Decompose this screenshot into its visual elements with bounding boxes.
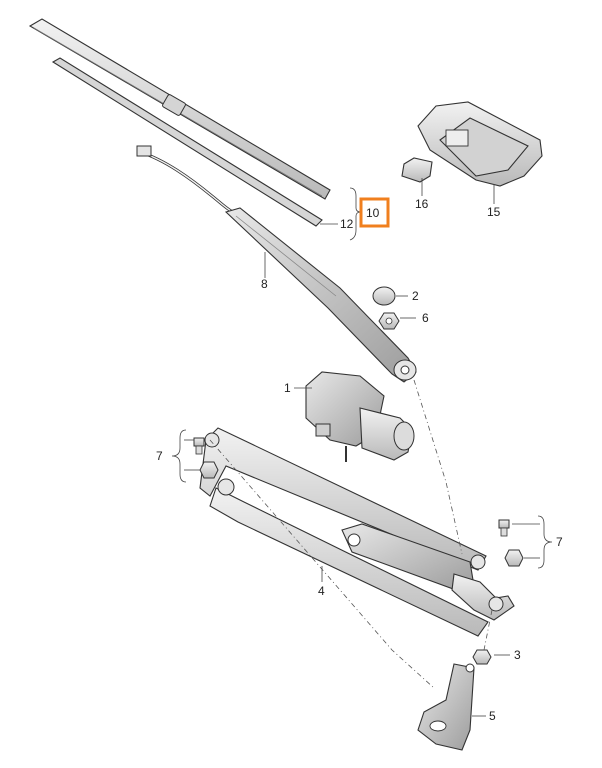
wiper-arm bbox=[136, 145, 417, 383]
mounting-bracket bbox=[417, 663, 475, 751]
callout-8: 8 bbox=[261, 277, 268, 291]
leader-lines bbox=[171, 178, 553, 717]
callout-labels: 1 2 3 4 5 6 7 7 8 10 12 15 16 bbox=[156, 197, 563, 723]
wiper-blade bbox=[28, 18, 331, 200]
bolt-left bbox=[193, 437, 205, 455]
callout-2: 2 bbox=[412, 289, 419, 303]
callout-5: 5 bbox=[489, 709, 496, 723]
callout-10: 10 bbox=[366, 206, 380, 220]
wiper-linkage-frame bbox=[199, 427, 515, 637]
assembly-lines bbox=[209, 379, 493, 689]
rain-light-sensor-cover bbox=[417, 101, 543, 187]
bolt-right bbox=[498, 519, 510, 537]
highlight-box bbox=[359, 197, 390, 228]
callout-15: 15 bbox=[487, 205, 501, 219]
rain-light-sensor bbox=[401, 157, 433, 183]
callout-16: 16 bbox=[415, 197, 429, 211]
hex-nut bbox=[378, 312, 400, 330]
cover-cap bbox=[372, 286, 396, 306]
callout-3: 3 bbox=[514, 648, 521, 662]
nut-left bbox=[199, 461, 219, 479]
bolt-3 bbox=[472, 649, 492, 665]
callout-1: 1 bbox=[284, 381, 291, 395]
nut-right bbox=[504, 549, 524, 567]
callout-12: 12 bbox=[340, 217, 354, 231]
callout-6: 6 bbox=[422, 311, 429, 325]
callout-7-left: 7 bbox=[156, 449, 163, 463]
callout-4: 4 bbox=[318, 584, 325, 598]
callout-7-right: 7 bbox=[556, 535, 563, 549]
wiper-rubber-insert bbox=[51, 57, 323, 227]
wiper-motor bbox=[305, 371, 415, 462]
